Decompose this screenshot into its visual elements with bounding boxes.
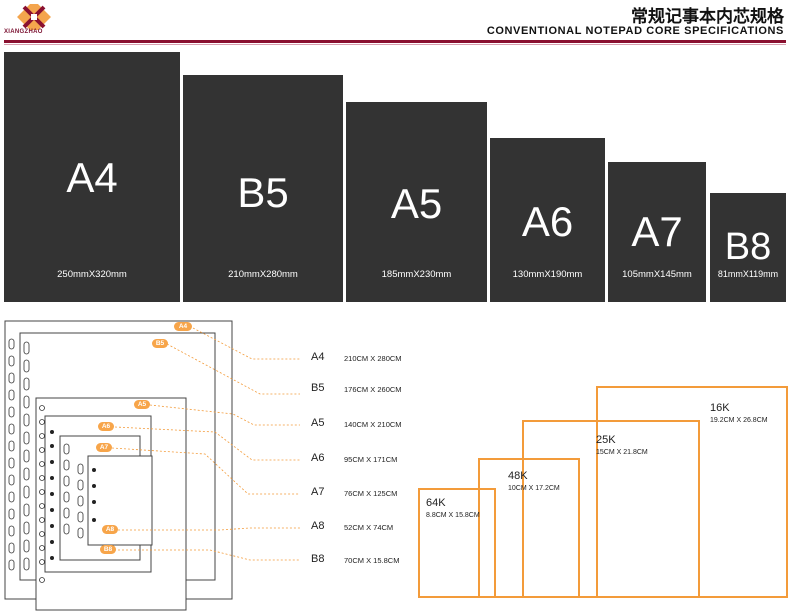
size-block-label: A4 (66, 154, 118, 201)
spec-label-a8: A8 (311, 520, 325, 532)
size-block-label: A6 (521, 198, 574, 245)
tag-b5: B5 (152, 339, 168, 348)
size-block-b8: B8 81mmX119mm (710, 193, 786, 302)
tag-b8: B8 (100, 545, 116, 554)
page-title-cn: 常规记事本内芯规格 (631, 7, 784, 27)
leader-lines (110, 327, 300, 561)
size-block-dims: 130mmX190mm (512, 269, 583, 280)
spec-value-a6: 95CM X 171CM (344, 455, 398, 464)
size-block-label: A7 (631, 208, 683, 255)
k-value-16k: 19.2CM X 26.8CM (710, 417, 768, 424)
tag-a8: A8 (102, 525, 118, 534)
spec-label-a5: A5 (311, 417, 325, 429)
spec-value-b8: 70CM X 15.8CM (344, 556, 400, 565)
tag-a6: A6 (98, 422, 114, 431)
spec-value-b5: 176CM X 260CM (344, 385, 402, 394)
k-label-48k: 48K (508, 470, 528, 482)
k-value-64k: 8.8CM X 15.8CM (426, 512, 480, 519)
spec-label-a7: A7 (311, 486, 325, 498)
spec-value-a5: 140CM X 210CM (344, 420, 402, 429)
k-value-48k: 10CM X 17.2CM (508, 485, 560, 492)
size-block-dims: 210mmX280mm (228, 269, 298, 280)
tag-a4: A4 (174, 322, 192, 331)
size-block-b5: B5 210mmX280mm (183, 75, 343, 302)
spec-value-a7: 76CM X 125CM (344, 489, 398, 498)
tag-a7: A7 (96, 443, 112, 452)
k-label-25k: 25K (596, 434, 616, 446)
size-block-a5: A5 185mmX230mm (346, 102, 487, 302)
tag-a5: A5 (134, 400, 150, 409)
page-title-en: CONVENTIONAL NOTEPAD CORE SPECIFICATIONS (486, 25, 784, 37)
k-label-64k: 64K (426, 497, 446, 509)
size-block-dims: 105mmX145mm (622, 269, 692, 280)
spec-label-a4: A4 (311, 351, 325, 363)
header-divider-light (4, 44, 786, 45)
binder-pages-diagram (4, 320, 300, 611)
size-block-a6: A6 130mmX190mm (490, 138, 605, 302)
spec-label-a6: A6 (311, 452, 325, 464)
spec-label-b5: B5 (311, 382, 325, 394)
header-divider (4, 40, 786, 43)
spec-label-b8: B8 (311, 553, 325, 565)
size-block-label: B8 (724, 226, 772, 268)
brand-logo (8, 0, 60, 38)
spec-value-a8: 52CM X 74CM (344, 523, 394, 532)
binder-dots (50, 430, 96, 560)
binder-holes (8, 338, 84, 583)
size-block-dims: 185mmX230mm (381, 269, 452, 280)
size-block-a4: A4 250mmX320mm (4, 52, 180, 302)
size-block-label: A5 (390, 180, 443, 227)
size-block-a7: A7 105mmX145mm (608, 162, 706, 302)
spec-value-a4: 210CM X 280CM (344, 354, 402, 363)
k-value-25k: 15CM X 21.8CM (596, 449, 648, 456)
size-block-label: B5 (237, 169, 289, 216)
k-label-16k: 16K (710, 402, 730, 414)
logo-text: XIANGZHAO (4, 29, 43, 35)
size-block-dims: 81mmX119mm (717, 269, 779, 279)
size-block-dims: 250mmX320mm (57, 269, 127, 280)
